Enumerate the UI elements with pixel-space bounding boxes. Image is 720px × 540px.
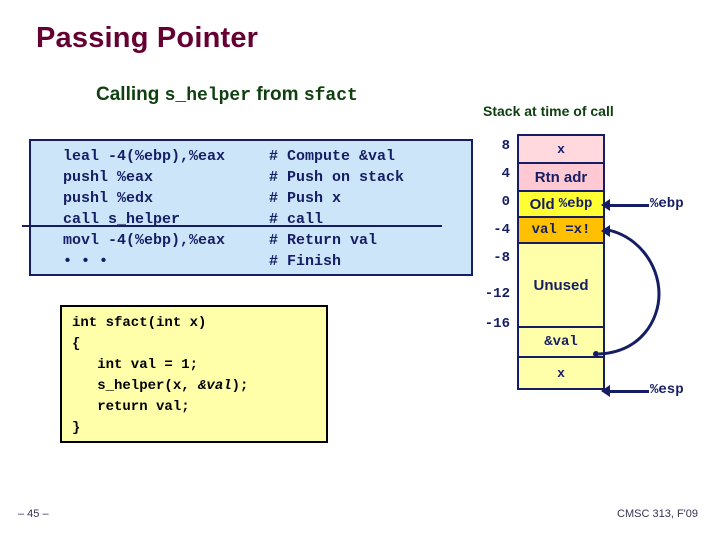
- asm-instruction: pushl %edx: [63, 190, 154, 207]
- stack-cell-pushed-x: x: [519, 358, 603, 388]
- old-ebp-text: Old: [529, 195, 559, 213]
- c-line: {: [72, 336, 81, 352]
- asm-comment: # call: [269, 211, 324, 228]
- asm-line: pushl %edx # Push x: [31, 190, 471, 211]
- stack-offset-label: -4: [493, 222, 510, 238]
- asm-line: • • • # Finish: [31, 253, 471, 274]
- asm-comment: # Compute &val: [269, 148, 396, 165]
- c-call-suffix: );: [231, 378, 249, 394]
- c-line-call: s_helper(x, &val);: [72, 378, 248, 394]
- subtitle-code-s-helper: s_helper: [164, 86, 252, 106]
- c-call-arg-pointer: &val: [198, 378, 232, 394]
- footer-page-number: – 45 –: [18, 508, 49, 520]
- stack-offset-label: -16: [484, 316, 510, 332]
- page-title: Passing Pointer: [36, 22, 259, 54]
- asm-comment: # Push on stack: [269, 169, 405, 186]
- asm-line-highlighted-call: call s_helper # call: [31, 211, 471, 232]
- ebp-pointer-label: %ebp: [650, 196, 684, 212]
- asm-instruction-ellipsis: • • •: [63, 253, 109, 270]
- slide-subtitle: Calling s_helper from sfact: [96, 84, 358, 106]
- esp-arrow-shaft: [605, 390, 649, 393]
- stack-offset-label: 4: [501, 166, 510, 182]
- asm-instruction: pushl %eax: [63, 169, 154, 186]
- c-source-block: int sfact(int x) { int val = 1; s_helper…: [60, 305, 328, 443]
- asm-comment: # Push x: [269, 190, 342, 207]
- esp-arrow-head-icon: [601, 385, 610, 397]
- asm-line: leal -4(%ebp),%eax # Compute &val: [31, 148, 471, 169]
- stack-offset-label: -8: [493, 250, 510, 266]
- asm-instruction: call s_helper: [63, 211, 181, 228]
- asm-instruction: leal -4(%ebp),%eax: [63, 148, 226, 165]
- pointer-origin-dot-icon: [593, 351, 599, 357]
- asm-comment: # Return val: [269, 232, 378, 249]
- asm-instruction: movl -4(%ebp),%eax: [63, 232, 226, 249]
- c-call-prefix: s_helper(x,: [72, 378, 199, 394]
- stack-frame-column: x Rtn adr Old %ebp val =x! Unused &val x: [517, 134, 605, 390]
- subtitle-code-sfact: sfact: [303, 86, 358, 106]
- stack-cell-return-addr: Rtn adr: [519, 164, 603, 192]
- c-line: int val = 1;: [72, 357, 199, 373]
- ebp-arrow-head-icon: [601, 199, 610, 211]
- stack-offset-label: -12: [484, 286, 510, 302]
- old-ebp-register: %ebp: [558, 196, 593, 212]
- asm-line: pushl %eax # Push on stack: [31, 169, 471, 190]
- stack-cell-pointer-to-val: &val: [519, 328, 603, 358]
- asm-comment: # Finish: [269, 253, 342, 270]
- subtitle-text-from: from: [251, 84, 304, 105]
- subtitle-text-calling: Calling: [96, 84, 165, 105]
- stack-diagram-heading: Stack at time of call: [483, 103, 614, 119]
- stack-cell-unused: Unused: [519, 244, 603, 328]
- stack-offset-label: 8: [501, 138, 510, 154]
- assembly-code-block: leal -4(%ebp),%eax # Compute &val pushl …: [29, 139, 473, 276]
- call-line-underline: [22, 225, 442, 227]
- footer-course-label: CMSC 313, F'09: [617, 508, 698, 520]
- pointer-curve-arrow-icon: [598, 227, 661, 356]
- c-line: return val;: [72, 399, 190, 415]
- c-line: int sfact(int x): [72, 315, 207, 331]
- stack-cell-old-ebp: Old %ebp: [519, 192, 603, 218]
- stack-cell-val: val =x!: [519, 218, 603, 244]
- asm-line: movl -4(%ebp),%eax # Return val: [31, 232, 471, 253]
- c-line: }: [72, 420, 81, 436]
- esp-pointer-label: %esp: [650, 382, 684, 398]
- stack-offset-label: 0: [501, 194, 510, 210]
- ebp-arrow-shaft: [605, 204, 649, 207]
- stack-cell-arg-x: x: [519, 136, 603, 164]
- pointer-curve-arrow-head-icon: [601, 225, 610, 237]
